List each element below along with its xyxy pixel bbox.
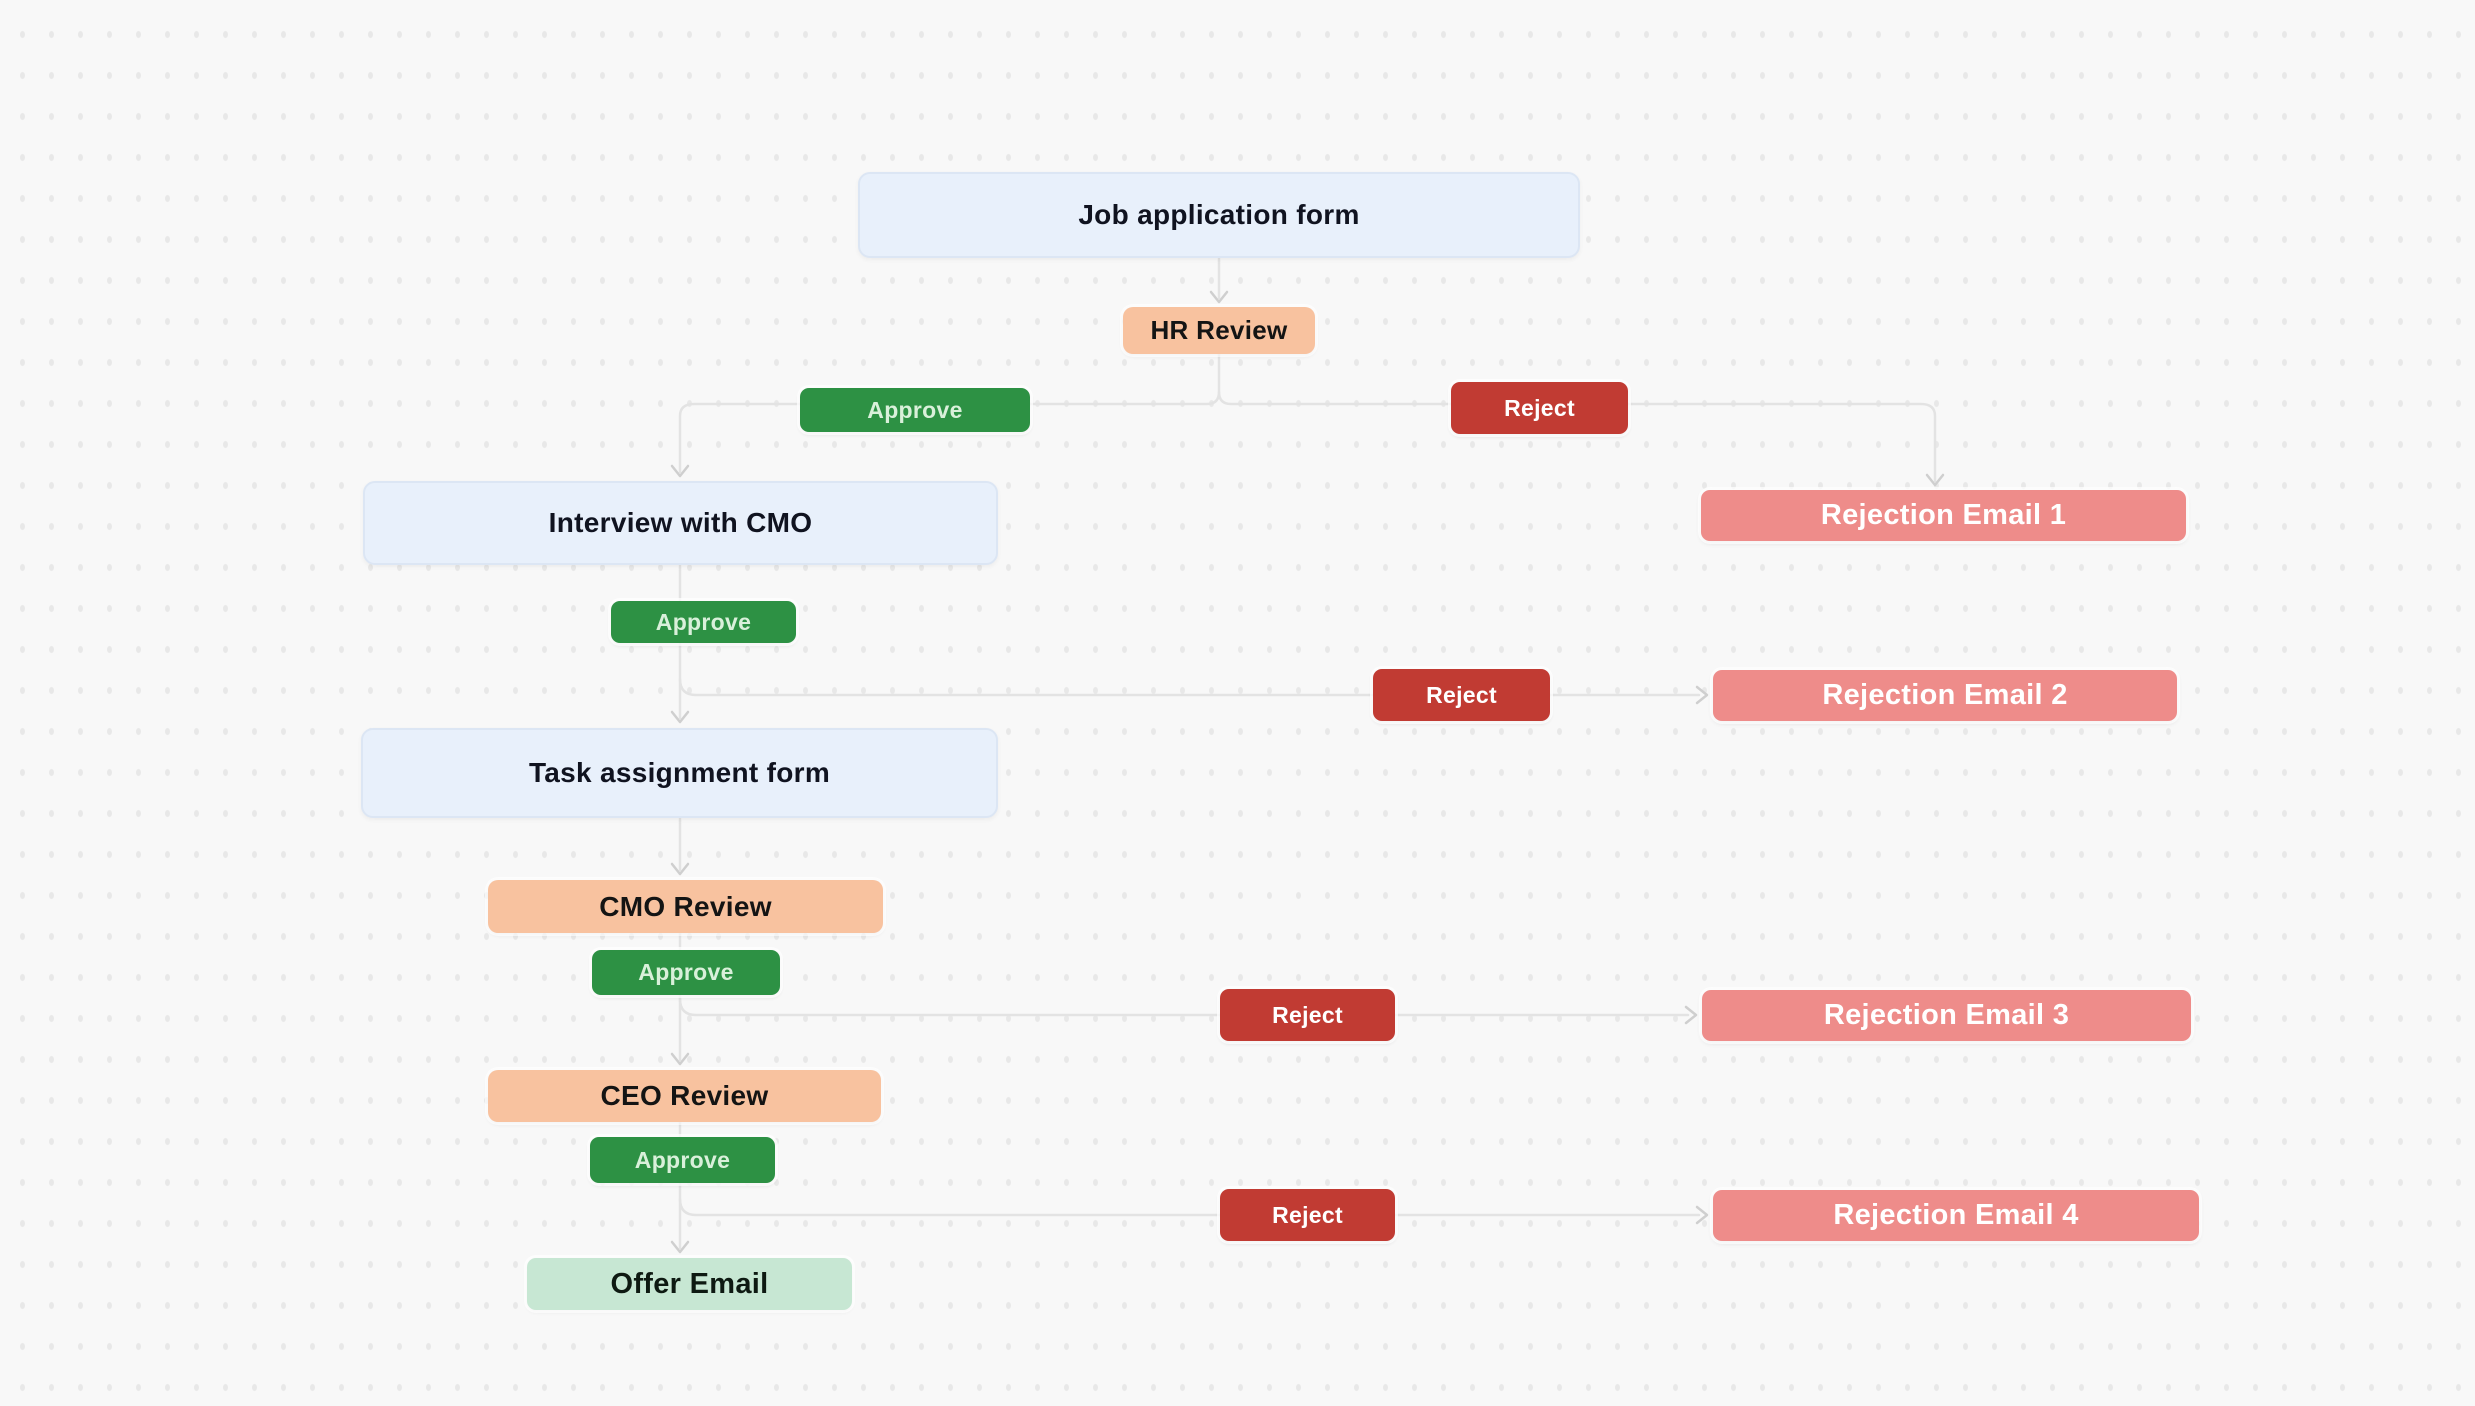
node-rejection-email-3[interactable]: Rejection Email 3 [1702,990,2191,1041]
node-label: HR Review [1150,315,1288,345]
node-label: CEO Review [600,1080,769,1111]
node-label: CMO Review [599,890,772,922]
arrow-into-rejection-email-4 [1695,1205,1709,1225]
node-reject-1[interactable]: Reject [1451,382,1628,434]
node-label: Job application form [1078,199,1360,230]
node-label: Reject [1272,1201,1343,1228]
edge-cmo-reject-branch [678,997,1690,1017]
node-label: Rejection Email 2 [1822,679,2068,711]
edge-ceo-reject-branch [678,1197,1701,1217]
node-label: Reject [1504,394,1575,421]
arrow-into-rejection-email-1 [1925,473,1945,487]
edge-hr-reject-branch [1217,390,1937,483]
node-label: Rejection Email 3 [1823,999,2070,1031]
node-label: Approve [638,959,734,985]
node-approve-1[interactable]: Approve [800,388,1030,432]
node-label: Approve [655,608,752,635]
edge-interview-reject-branch [678,677,1701,697]
node-label: Reject [1426,681,1497,708]
node-job-application-form[interactable]: Job application form [858,172,1580,258]
node-cmo-review[interactable]: CMO Review [488,880,883,933]
node-label: Task assignment form [528,757,831,788]
node-task-assignment-form[interactable]: Task assignment form [361,728,998,818]
arrow-into-hr-review [1209,290,1229,304]
node-offer-email[interactable]: Offer Email [527,1258,852,1310]
arrow-into-task-form [670,710,690,724]
node-approve-2[interactable]: Approve [611,601,796,643]
node-hr-review[interactable]: HR Review [1123,307,1315,354]
node-label: Rejection Email 4 [1833,1199,2079,1231]
node-reject-4[interactable]: Reject [1220,1189,1395,1241]
arrow-into-ceo-review [670,1052,690,1066]
node-ceo-review[interactable]: CEO Review [488,1070,881,1122]
node-label: Reject [1272,1001,1343,1028]
arrow-into-interview [670,464,690,478]
node-rejection-email-2[interactable]: Rejection Email 2 [1713,670,2177,721]
arrow-into-cmo-review [670,862,690,876]
arrow-into-rejection-email-2 [1695,685,1709,705]
node-approve-4[interactable]: Approve [590,1137,775,1183]
node-interview-with-cmo[interactable]: Interview with CMO [363,481,998,565]
node-label: Offer Email [610,1267,769,1300]
node-label: Approve [867,396,963,423]
arrow-into-offer-email [670,1240,690,1254]
node-label: Rejection Email 1 [1820,499,2067,531]
arrow-into-rejection-email-3 [1684,1005,1698,1025]
node-approve-3[interactable]: Approve [592,950,780,995]
node-reject-3[interactable]: Reject [1220,989,1395,1041]
node-reject-2[interactable]: Reject [1373,669,1550,721]
node-rejection-email-1[interactable]: Rejection Email 1 [1701,490,2186,541]
node-rejection-email-4[interactable]: Rejection Email 4 [1713,1190,2199,1241]
node-label: Approve [634,1146,731,1173]
node-label: Interview with CMO [548,507,813,538]
